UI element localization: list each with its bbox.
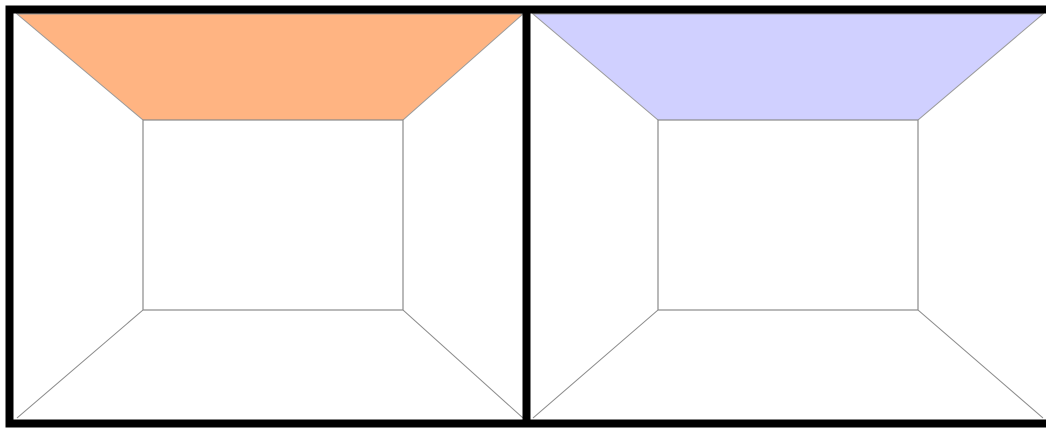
room-diagram-stage xyxy=(0,0,1046,432)
room-perspective-diagram xyxy=(0,0,1046,432)
